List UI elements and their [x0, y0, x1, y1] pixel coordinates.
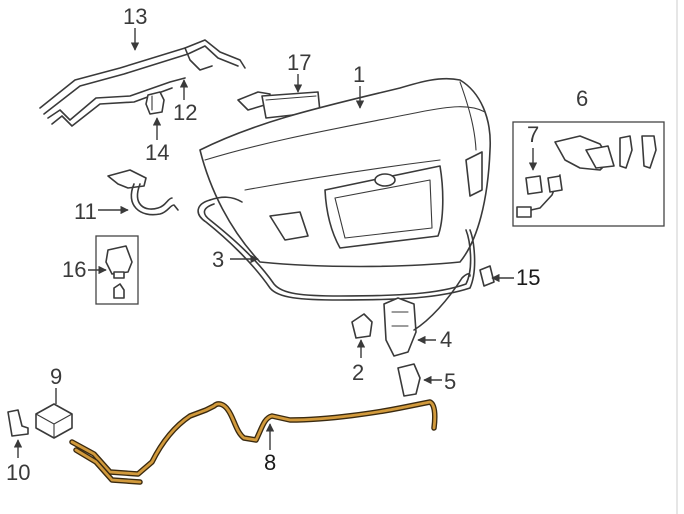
part-3-weatherstrip — [197, 196, 476, 301]
svg-text:6: 6 — [576, 86, 588, 111]
svg-text:7: 7 — [527, 122, 539, 147]
svg-text:5: 5 — [444, 369, 456, 394]
svg-text:13: 13 — [123, 4, 147, 29]
callout-3: 3 — [212, 247, 259, 272]
svg-text:11: 11 — [74, 199, 97, 224]
callout-6: 6 — [576, 86, 588, 111]
svg-text:9: 9 — [50, 364, 62, 389]
callout-11: 11 — [74, 199, 129, 224]
part-15-clip — [479, 265, 495, 287]
svg-text:12: 12 — [173, 100, 197, 125]
part-2-cap — [351, 313, 373, 339]
svg-text:15: 15 — [516, 265, 540, 290]
callout-13: 13 — [123, 4, 147, 51]
part-5-cover — [397, 363, 421, 397]
callout-4: 4 — [417, 327, 452, 352]
callout-14: 14 — [145, 117, 169, 165]
callout-17: 17 — [287, 50, 311, 93]
svg-text:14: 14 — [145, 140, 169, 165]
svg-text:2: 2 — [352, 360, 364, 385]
svg-text:4: 4 — [440, 327, 452, 352]
part-11-hinge — [107, 169, 179, 216]
svg-text:17: 17 — [287, 50, 311, 75]
callout-8: 8 — [264, 423, 276, 475]
svg-text:16: 16 — [62, 257, 86, 282]
part-9-pad — [35, 403, 73, 439]
callout-15: 15 — [491, 265, 540, 290]
part-13-rod — [39, 39, 246, 127]
part-6-group-box — [512, 121, 665, 227]
svg-text:8: 8 — [264, 450, 276, 475]
callout-12: 12 — [173, 79, 197, 125]
callout-1: 1 — [353, 62, 365, 109]
part-1-trunk-lid — [199, 77, 491, 268]
part-4-lock — [383, 273, 471, 357]
callout-2: 2 — [352, 339, 366, 385]
svg-text:3: 3 — [212, 247, 224, 272]
callout-7: 7 — [527, 122, 539, 171]
callout-5: 5 — [423, 369, 456, 394]
part-10-clip — [7, 409, 29, 437]
callout-10: 10 — [6, 439, 30, 485]
part-14-clip — [145, 91, 165, 115]
part-8-cable — [69, 399, 438, 485]
svg-text:10: 10 — [6, 460, 30, 485]
callout-9: 9 — [50, 364, 62, 404]
callout-16: 16 — [62, 257, 107, 282]
svg-text:1: 1 — [353, 62, 365, 87]
